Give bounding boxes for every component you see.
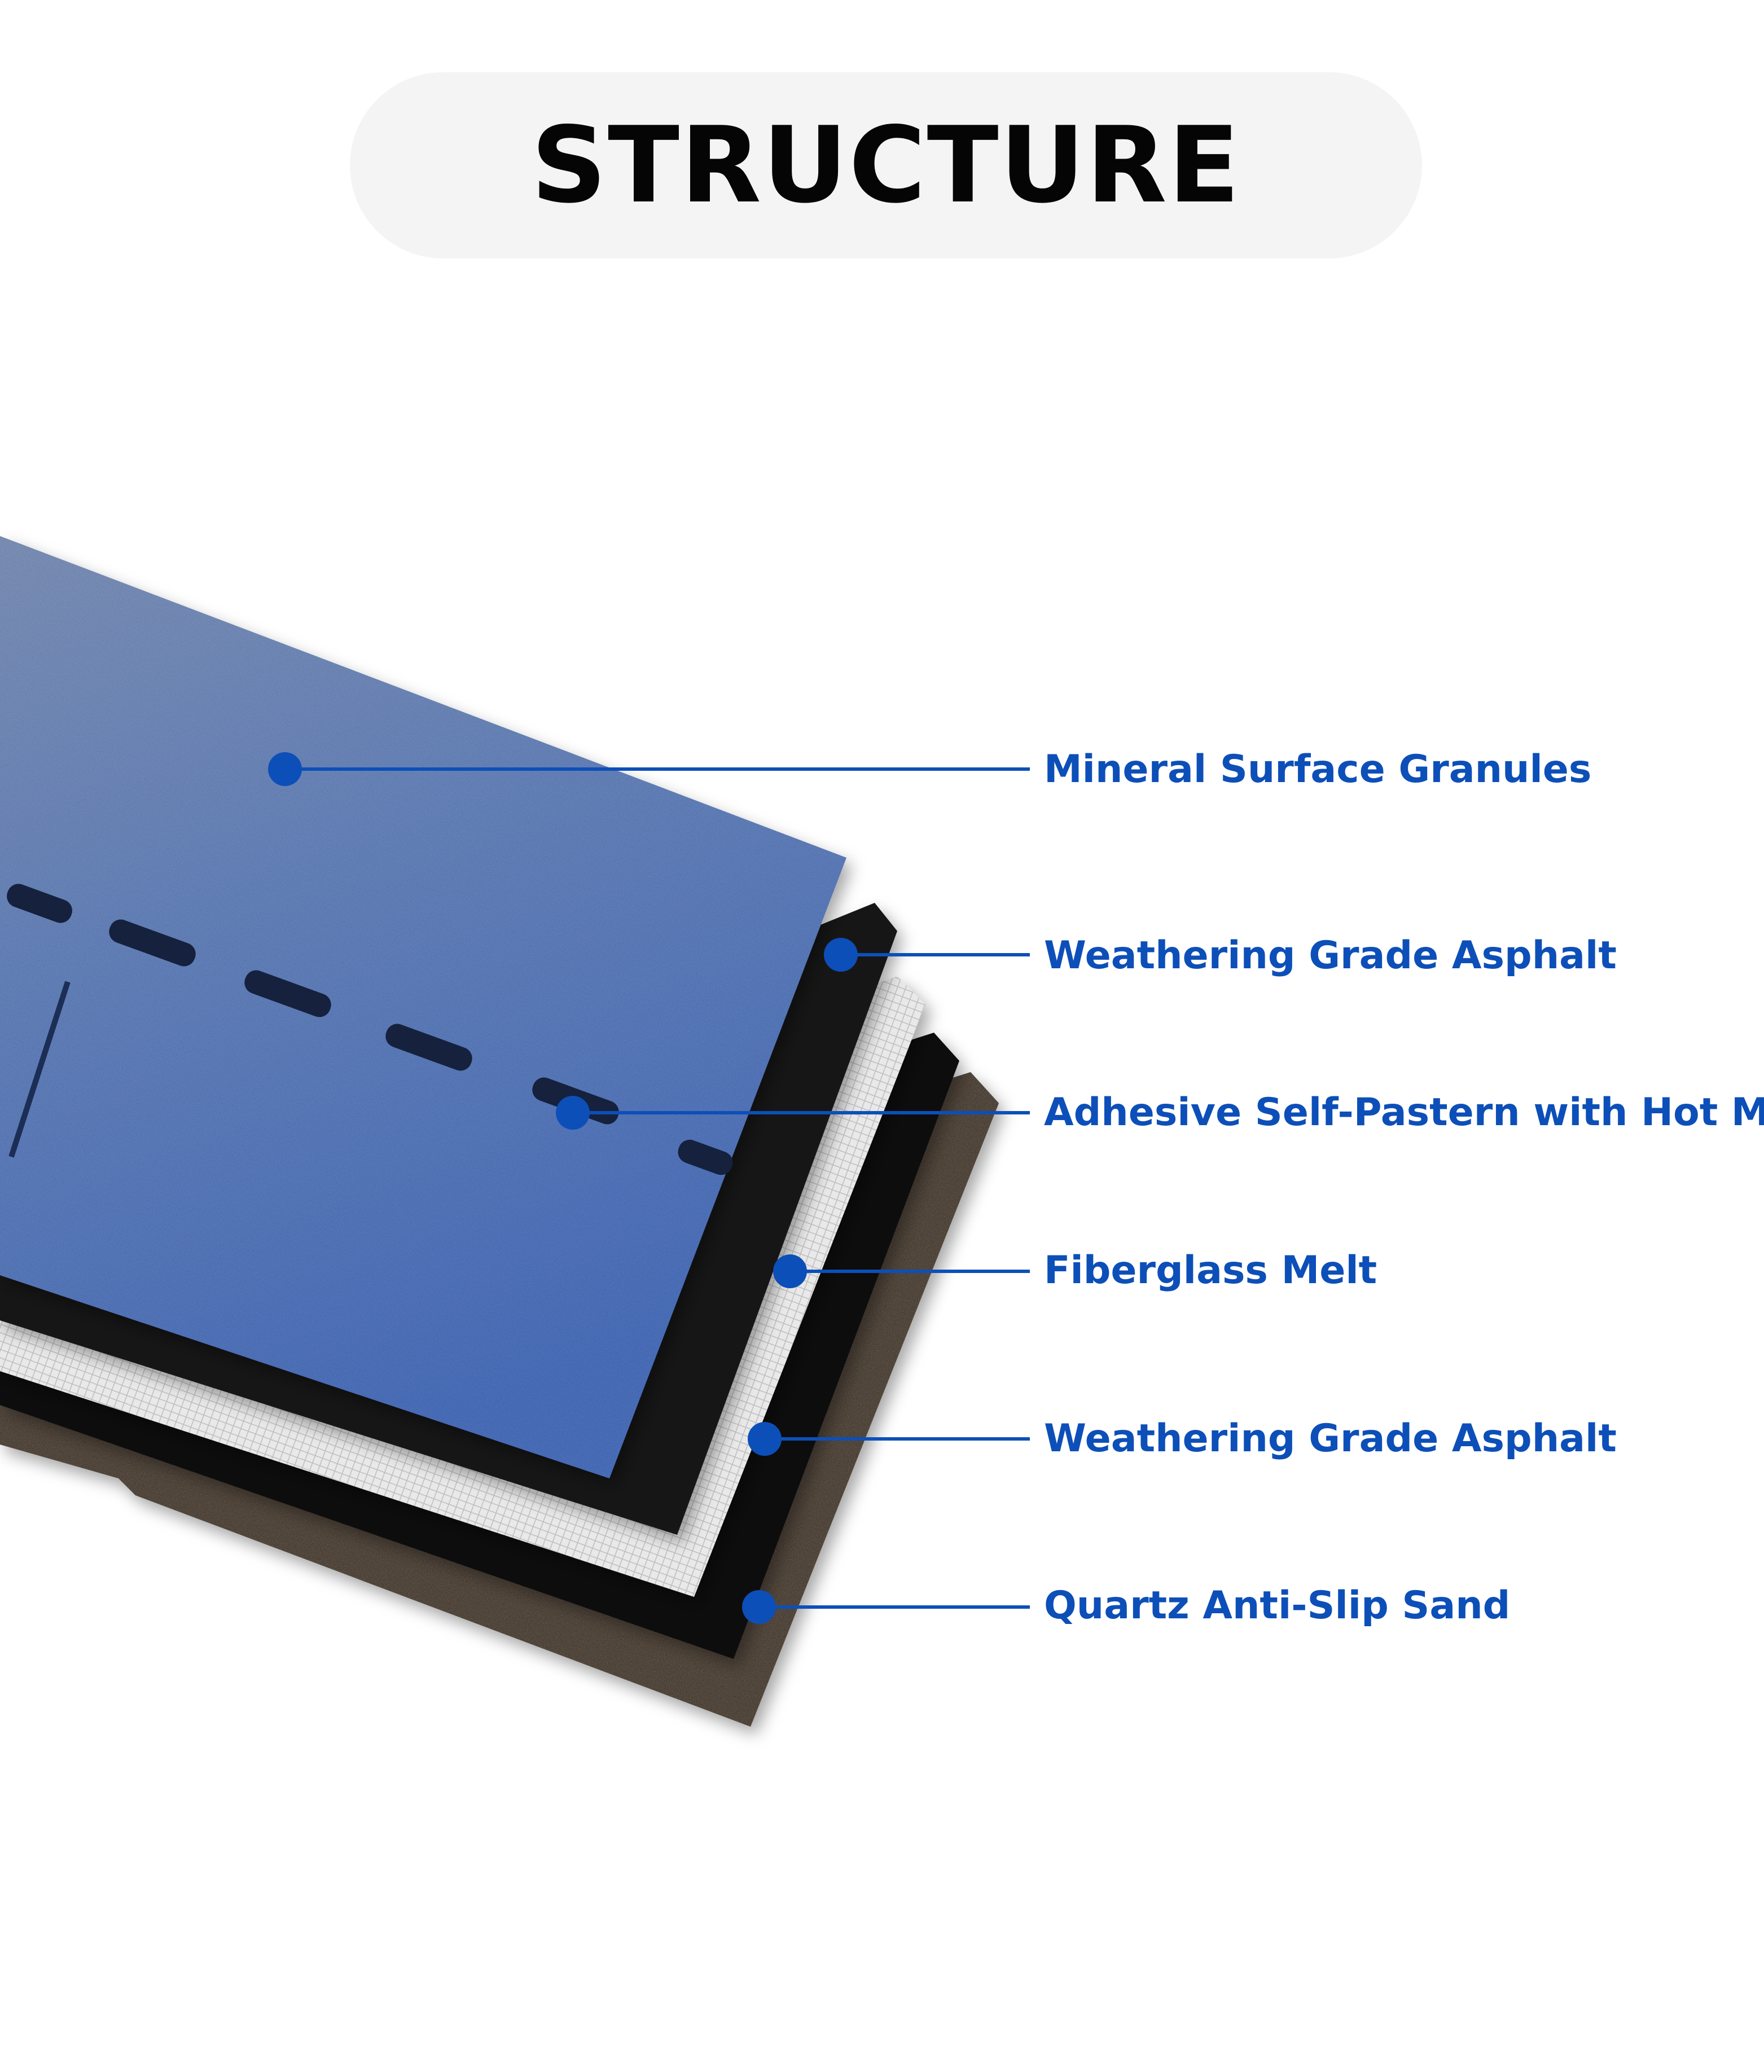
- layer-label-adhesive: Adhesive Self-Pastern with Hot Melt: [1044, 1090, 1764, 1135]
- callout-asphalt-lower: [748, 1422, 1030, 1456]
- layer-mineral-granules: [0, 536, 846, 1478]
- callout-mineral-granules: [268, 752, 1030, 786]
- callout-asphalt-upper: [824, 938, 1030, 972]
- layer-label-quartz-sand: Quartz Anti-Slip Sand: [1044, 1583, 1511, 1628]
- layer-label-fiberglass: Fiberglass Melt: [1044, 1248, 1377, 1293]
- layer-label-mineral-granules: Mineral Surface Granules: [1044, 747, 1592, 792]
- callout-quartz-sand: [742, 1590, 1030, 1624]
- title-banner: STRUCTURE: [350, 72, 1422, 258]
- callout-fiberglass: [773, 1254, 1030, 1288]
- page-title: STRUCTURE: [531, 104, 1241, 226]
- layer-label-asphalt-lower: Weathering Grade Asphalt: [1044, 1416, 1617, 1461]
- layer-label-asphalt-upper: Weathering Grade Asphalt: [1044, 933, 1617, 978]
- callout-adhesive: [556, 1096, 1030, 1130]
